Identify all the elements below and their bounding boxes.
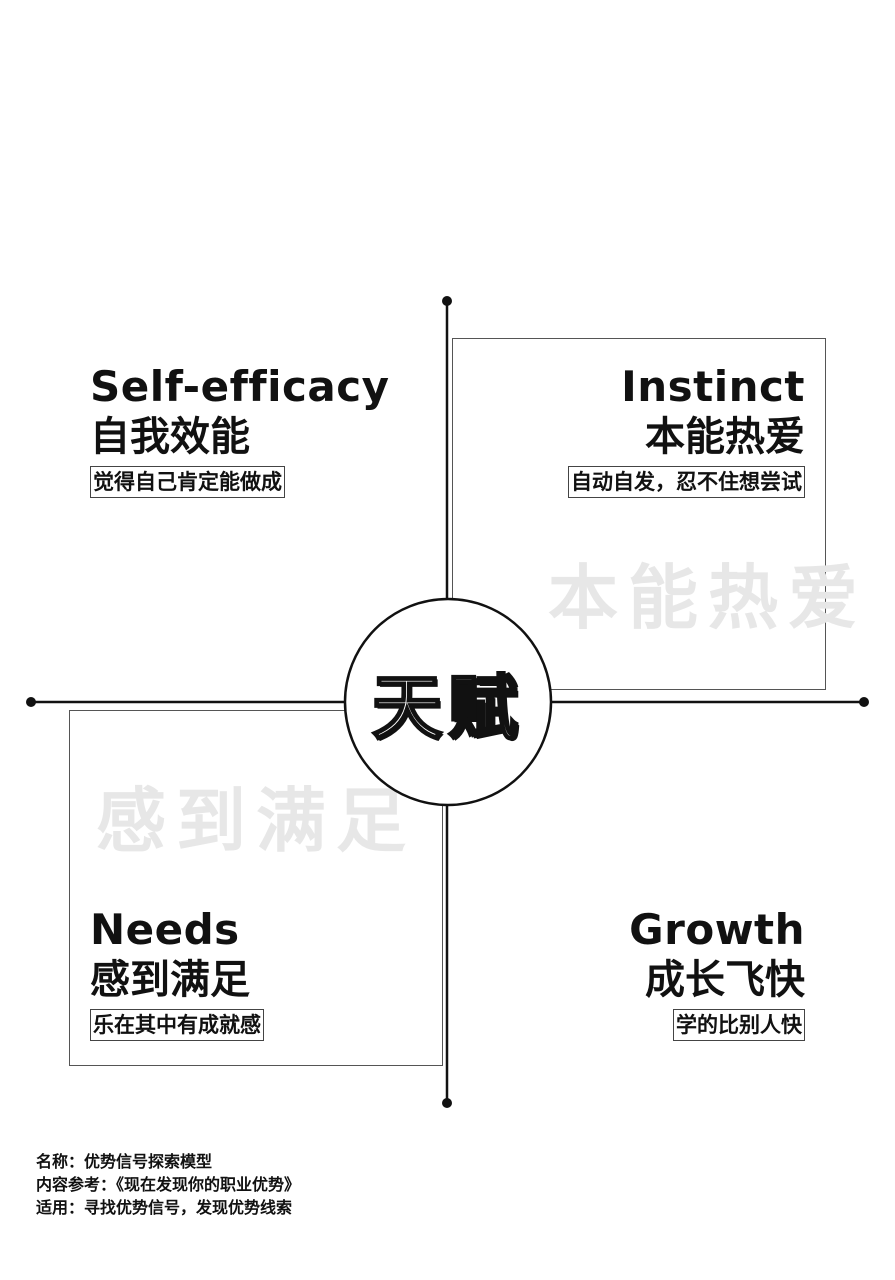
quadrant-cn-title: 感到满足 xyxy=(90,957,250,1003)
watermark-top-right: 本能热爱 xyxy=(548,557,868,639)
footer-reference-row: 内容参考：《现在发现你的职业优势》 xyxy=(36,1173,300,1196)
quadrant-en-title: Self-efficacy xyxy=(90,362,390,411)
quadrant-cn-title: 成长飞快 xyxy=(645,957,805,1003)
instinct-frame xyxy=(452,338,826,690)
quadrant-cn-title: 自我效能 xyxy=(90,414,250,460)
quadrant-cn-title: 本能热爱 xyxy=(645,414,805,460)
footer-info: 名称：优势信号探索模型 内容参考：《现在发现你的职业优势》 适用：寻找优势信号，… xyxy=(36,1150,300,1219)
quadrant-en-title: Growth xyxy=(629,905,805,954)
quadrant-description: 觉得自己肯定能做成 xyxy=(90,466,285,498)
axis-dot-bottom xyxy=(442,1098,452,1108)
axis-dot-right xyxy=(859,697,869,707)
quadrant-self-efficacy: Self-efficacy 自我效能 觉得自己肯定能做成 xyxy=(90,362,390,498)
center-circle xyxy=(343,597,553,807)
footer-reference-label: 内容参考： xyxy=(36,1175,117,1194)
footer-name-value: 优势信号探索模型 xyxy=(84,1152,213,1171)
footer-name-label: 名称： xyxy=(36,1152,85,1171)
quadrant-en-title: Needs xyxy=(90,905,240,954)
footer-usage-label: 适用： xyxy=(36,1198,85,1217)
footer-name-row: 名称：优势信号探索模型 xyxy=(36,1150,300,1173)
footer-usage-value: 寻找优势信号，发现优势线索 xyxy=(84,1198,293,1217)
center-title: 天赋 xyxy=(371,665,524,750)
axis-dot-top xyxy=(442,296,452,306)
footer-reference-value: 《现在发现你的职业优势》 xyxy=(116,1175,301,1194)
quadrant-description: 自动自发，忍不住想尝试 xyxy=(568,466,805,498)
watermark-bottom-left: 感到满足 xyxy=(96,780,416,862)
footer-usage-row: 适用：寻找优势信号，发现优势线索 xyxy=(36,1196,300,1219)
needs-frame xyxy=(69,710,443,1066)
axis-dot-left xyxy=(26,697,36,707)
quadrant-description: 乐在其中有成就感 xyxy=(90,1009,264,1041)
quadrant-instinct: Instinct 本能热爱 自动自发，忍不住想尝试 xyxy=(500,362,805,498)
quadrant-growth: Growth 成长飞快 学的比别人快 xyxy=(500,905,805,1041)
quadrant-en-title: Instinct xyxy=(621,362,805,411)
quadrant-needs: Needs 感到满足 乐在其中有成就感 xyxy=(90,905,264,1041)
quadrant-description: 学的比别人快 xyxy=(673,1009,805,1041)
